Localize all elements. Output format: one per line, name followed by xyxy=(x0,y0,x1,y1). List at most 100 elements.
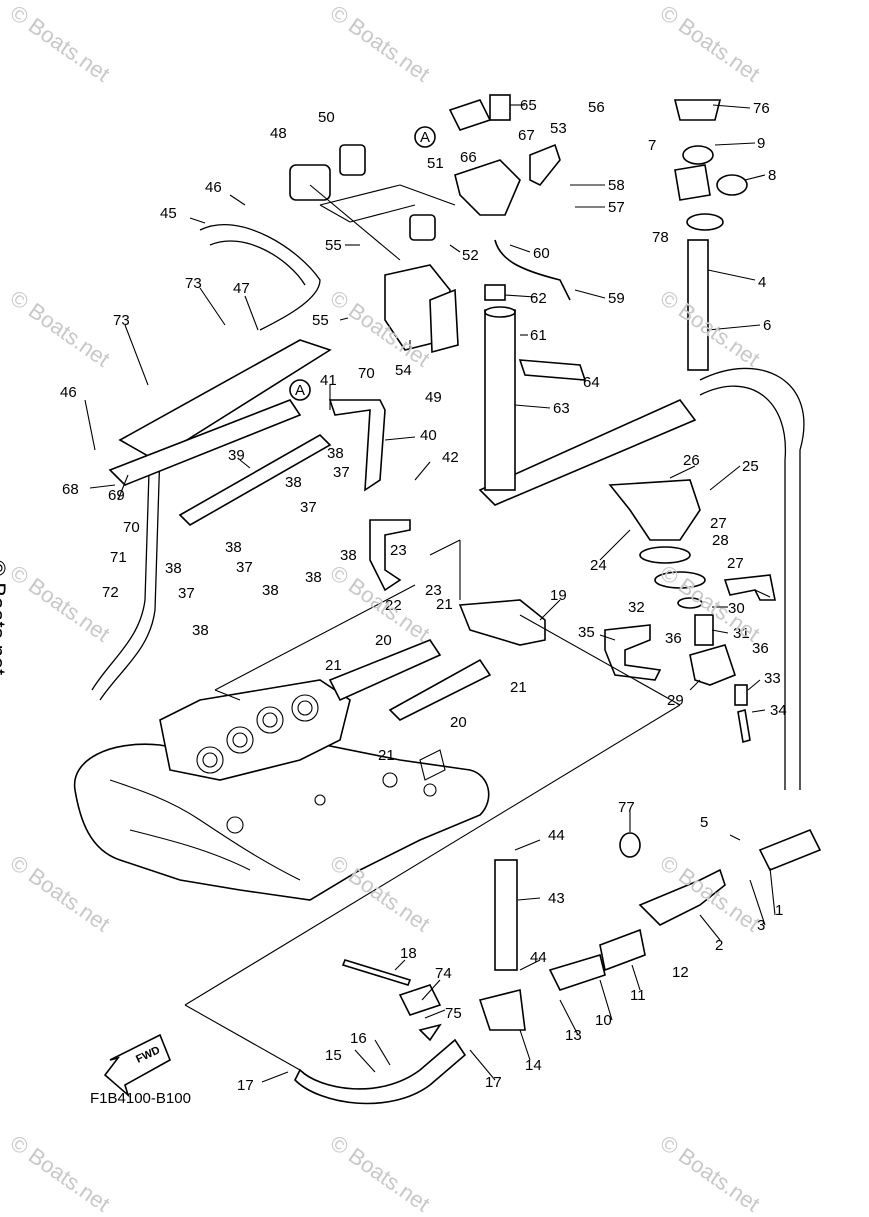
callout-77: 77 xyxy=(618,799,635,816)
callout-54: 54 xyxy=(395,362,412,379)
callout-15: 15 xyxy=(325,1047,342,1064)
callout-68: 68 xyxy=(62,481,79,498)
callout-37b: 37 xyxy=(300,499,317,516)
callout-49: 49 xyxy=(425,389,442,406)
callout-73a: 73 xyxy=(113,312,130,329)
callout-61: 61 xyxy=(530,327,547,344)
callouts: 1 2 3 4 5 6 7 8 9 10 11 12 13 14 15 16 1… xyxy=(60,97,787,1094)
callout-69: 69 xyxy=(108,487,125,504)
callout-23a: 23 xyxy=(390,542,407,559)
callout-38g: 38 xyxy=(340,547,357,564)
callout-2: 2 xyxy=(715,937,723,954)
callout-70a: 70 xyxy=(123,519,140,536)
callout-46b: 46 xyxy=(60,384,77,401)
callout-36b: 36 xyxy=(752,640,769,657)
side-watermark: © Boats.net xyxy=(0,560,10,676)
callout-21a: 21 xyxy=(436,596,453,613)
callout-7: 7 xyxy=(648,137,656,154)
callout-55b: 55 xyxy=(312,312,329,329)
callout-37a: 37 xyxy=(333,464,350,481)
callout-13: 13 xyxy=(565,1027,582,1044)
callout-19: 19 xyxy=(550,587,567,604)
callout-47: 47 xyxy=(233,280,250,297)
callout-4: 4 xyxy=(758,274,766,291)
callout-29: 29 xyxy=(667,692,684,709)
callout-38f: 38 xyxy=(305,569,322,586)
callout-42: 42 xyxy=(442,449,459,466)
callout-78: 78 xyxy=(652,229,669,246)
callout-57: 57 xyxy=(608,199,625,216)
callout-74: 74 xyxy=(435,965,452,982)
callout-30: 30 xyxy=(728,600,745,617)
callout-38e: 38 xyxy=(262,582,279,599)
callout-9: 9 xyxy=(757,135,765,152)
callout-41: 41 xyxy=(320,372,337,389)
callout-46a: 46 xyxy=(205,179,222,196)
callout-21c: 21 xyxy=(510,679,527,696)
cylinder-ports xyxy=(159,679,351,781)
hoses xyxy=(91,224,822,1105)
callout-40: 40 xyxy=(420,427,437,444)
callout-12: 12 xyxy=(672,964,689,981)
callout-37c: 37 xyxy=(236,559,253,576)
callout-22: 22 xyxy=(385,597,402,614)
callout-20b: 20 xyxy=(450,714,467,731)
callout-45: 45 xyxy=(160,205,177,222)
callout-34: 34 xyxy=(770,702,787,719)
callout-32: 32 xyxy=(628,599,645,616)
callout-63: 63 xyxy=(553,400,570,417)
fwd-arrow: FWD xyxy=(103,1033,172,1098)
callout-51: 51 xyxy=(427,155,444,172)
callout-27b: 27 xyxy=(727,555,744,572)
callout-24: 24 xyxy=(590,557,607,574)
callout-72: 72 xyxy=(102,584,119,601)
callout-28: 28 xyxy=(712,532,729,549)
callout-17b: 17 xyxy=(485,1074,502,1091)
callout-50: 50 xyxy=(318,109,335,126)
callout-38b: 38 xyxy=(285,474,302,491)
callout-26: 26 xyxy=(683,452,700,469)
callout-44a: 44 xyxy=(548,827,565,844)
callout-3: 3 xyxy=(757,917,765,934)
callout-52: 52 xyxy=(462,247,479,264)
ref-a-top: A xyxy=(420,129,430,146)
leader-lines xyxy=(84,104,776,1083)
callout-56: 56 xyxy=(588,99,605,116)
callout-76: 76 xyxy=(753,100,770,117)
callout-33: 33 xyxy=(764,670,781,687)
callout-38d: 38 xyxy=(165,560,182,577)
callout-38a: 38 xyxy=(327,445,344,462)
callout-18: 18 xyxy=(400,945,417,962)
callout-37d: 37 xyxy=(178,585,195,602)
callout-38h: 38 xyxy=(192,622,209,639)
callout-20: 20 xyxy=(375,632,392,649)
callout-31: 31 xyxy=(733,625,750,642)
callout-71: 71 xyxy=(110,549,127,566)
callout-8: 8 xyxy=(768,167,776,184)
callout-73b: 73 xyxy=(185,275,202,292)
callout-11: 11 xyxy=(630,987,646,1004)
callout-25: 25 xyxy=(742,458,759,475)
callout-23b: 23 xyxy=(425,582,442,599)
reference-markers: A A xyxy=(289,126,436,401)
callout-6: 6 xyxy=(763,317,771,334)
callout-43: 43 xyxy=(548,890,565,907)
fittings xyxy=(178,94,751,1042)
callout-27a: 27 xyxy=(710,515,727,532)
callout-59: 59 xyxy=(608,290,625,307)
callout-64: 64 xyxy=(583,374,600,391)
callout-53: 53 xyxy=(550,120,567,137)
callout-14: 14 xyxy=(525,1057,542,1074)
callout-58: 58 xyxy=(608,177,625,194)
callout-21b: 21 xyxy=(325,657,342,674)
ref-a-mid: A xyxy=(295,382,305,399)
diagram-code: F1B4100-B100 xyxy=(90,1090,191,1107)
callout-36a: 36 xyxy=(665,630,682,647)
callout-70b: 70 xyxy=(358,365,375,382)
callout-75: 75 xyxy=(445,1005,462,1022)
callout-38c: 38 xyxy=(225,539,242,556)
callout-60: 60 xyxy=(533,245,550,262)
callout-39: 39 xyxy=(228,447,245,464)
callout-1: 1 xyxy=(775,902,783,919)
